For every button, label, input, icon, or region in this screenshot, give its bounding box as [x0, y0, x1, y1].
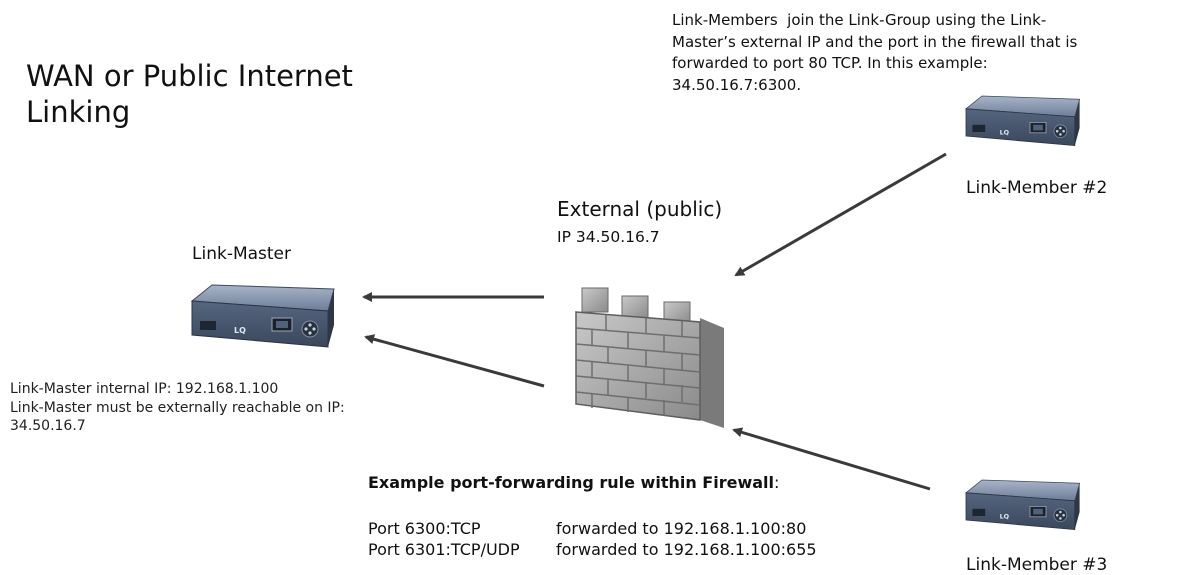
link-members-note-line1: Link-Members join the Link-Group using t…	[672, 11, 1047, 29]
firewall-title: External (public)	[557, 197, 723, 221]
brick-firewall-icon	[575, 287, 724, 428]
link-members-note: Link-Members join the Link-Group using t…	[672, 10, 1192, 96]
link-master-note-line1: Link-Master internal IP: 192.168.1.100	[10, 381, 279, 397]
rule-port: Port 6301:TCP/UDP	[368, 540, 520, 559]
rule-target: forwarded to 192.168.1.100:655	[556, 540, 817, 559]
link-master-note-line3: 34.50.16.7	[10, 418, 86, 434]
link-master-note-line2: Link-Master must be externally reachable…	[10, 399, 345, 416]
port-forwarding-title-colon: :	[774, 473, 780, 492]
link-members-note-line3: forwarded to port 80 TCP. In this exampl…	[672, 54, 988, 72]
link-members-note-line4: 34.50.16.7:6300.	[672, 75, 802, 94]
arrow-firewall-to-master-bottom	[364, 334, 545, 388]
diagram-title-line1: WAN or Public Internet	[26, 59, 353, 93]
link-master-note: Link-Master internal IP: 192.168.1.100 L…	[10, 380, 420, 436]
link-member2-label: Link-Member #2	[966, 178, 1108, 198]
link-member2-device-icon	[965, 95, 1080, 147]
link-member3-label: Link-Member #3	[966, 555, 1108, 575]
link-members-note-line2: Master’s external IP and the port in the…	[672, 32, 1078, 51]
arrow-member2-to-firewall	[734, 152, 947, 277]
firewall-ip: IP 34.50.16.7	[557, 228, 660, 246]
port-forwarding-rule-row: Port 6300:TCP forwarded to 192.168.1.100:…	[368, 519, 806, 538]
link-master-label: Link-Master	[192, 244, 292, 264]
diagram-title-line2: Linking	[26, 95, 131, 129]
port-forwarding-title-text: Example port-forwarding rule within Fire…	[368, 473, 775, 492]
arrow-member3-to-firewall	[732, 427, 931, 491]
rule-target: forwarded to 192.168.1.100:80	[556, 519, 807, 538]
port-forwarding-title: Example port-forwarding rule within Fire…	[368, 473, 779, 492]
link-member3-device-icon	[965, 479, 1080, 531]
rule-port: Port 6300:TCP	[368, 519, 481, 538]
port-forwarding-rule-row: Port 6301:TCP/UDP forwarded to 192.168.1.…	[368, 540, 817, 559]
link-master-device-icon	[191, 284, 335, 348]
diagram-title: WAN or Public Internet Linking	[26, 58, 353, 130]
